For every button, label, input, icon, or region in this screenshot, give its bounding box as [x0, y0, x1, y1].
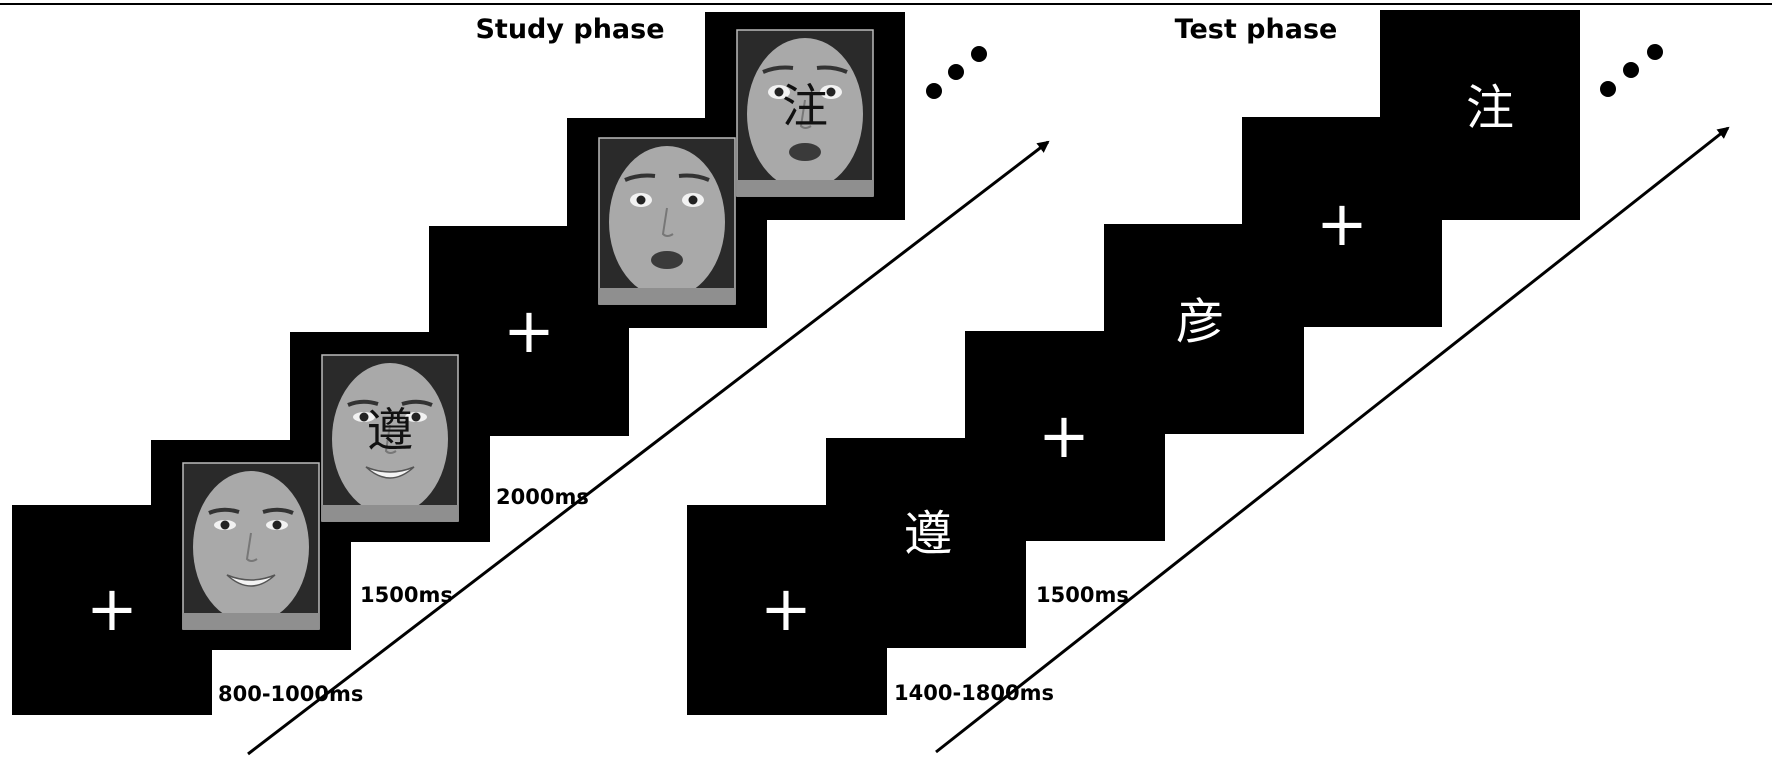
pupil-icon — [636, 195, 646, 205]
mouth-icon — [226, 574, 276, 587]
study-ellipsis-dot — [948, 64, 964, 80]
face-neck — [737, 180, 873, 196]
nose-icon — [799, 99, 812, 129]
eyebrow-icon — [816, 65, 848, 74]
pupil-icon — [359, 412, 369, 422]
test-fixation-2: + — [1038, 399, 1090, 472]
study-fixation-1: + — [86, 572, 138, 645]
study-fixation-2: + — [503, 294, 555, 367]
test-timing-1: 1400-1800ms — [894, 681, 1054, 705]
study-ellipsis-dot — [926, 83, 942, 99]
test-ellipsis-dot — [1647, 44, 1663, 60]
face-neck — [183, 613, 319, 629]
eyebrow-icon — [678, 173, 710, 182]
study-face-fearful-word — [736, 29, 874, 197]
test-word-3: 注 — [1466, 80, 1514, 136]
nose-icon — [661, 207, 674, 237]
face-neck — [322, 505, 458, 521]
study-word-2: 注 — [782, 79, 828, 133]
mouth-icon — [789, 143, 821, 161]
eyebrow-icon — [624, 173, 656, 182]
test-phase: Test phase + 遵 + 彦 + 注 1400-1800ms 1500m… — [687, 10, 1730, 754]
pupil-icon — [774, 87, 784, 97]
pupil-icon — [411, 412, 421, 422]
nose-icon — [245, 532, 258, 562]
test-timing-2: 1500ms — [1036, 583, 1129, 607]
test-screen-1 — [687, 505, 887, 715]
pupil-icon — [688, 195, 698, 205]
study-phase: Study phase + + 遵 注 800-1000ms 1500ms 20… — [12, 12, 1050, 756]
test-fixation-1: + — [760, 572, 812, 645]
study-screen-1 — [12, 505, 212, 715]
face-skin — [747, 38, 863, 190]
face-skin — [193, 471, 309, 623]
study-phase-title: Study phase — [475, 14, 664, 45]
eyebrow-icon — [262, 507, 294, 515]
test-ellipsis-dot — [1623, 62, 1639, 78]
mouth-icon — [651, 251, 683, 269]
pupil-icon — [826, 87, 836, 97]
eyebrow-icon — [347, 399, 379, 407]
pupil-icon — [220, 520, 230, 530]
study-timing-1: 800-1000ms — [218, 682, 363, 706]
test-word-1: 遵 — [904, 506, 952, 562]
eyebrow-icon — [401, 399, 433, 407]
test-time-arrow — [935, 126, 1730, 754]
study-word-1: 遵 — [367, 403, 413, 457]
face-neck — [599, 288, 735, 304]
nose-icon — [384, 424, 397, 454]
test-ellipsis-dot — [1600, 81, 1616, 97]
study-face-happy — [182, 462, 320, 630]
test-phase-title: Test phase — [1175, 14, 1338, 45]
face-skin — [609, 146, 725, 298]
test-word-2: 彦 — [1176, 294, 1224, 350]
study-timing-2: 1500ms — [360, 583, 453, 607]
study-face-fearful — [598, 137, 736, 305]
pupil-icon — [272, 520, 282, 530]
study-ellipsis-dot — [971, 46, 987, 62]
mouth-icon — [365, 466, 415, 479]
test-fixation-3: + — [1316, 187, 1368, 260]
study-face-happy-word — [321, 354, 459, 522]
eyebrow-icon — [762, 65, 794, 74]
eyebrow-icon — [208, 507, 240, 515]
study-time-arrow — [247, 140, 1050, 756]
